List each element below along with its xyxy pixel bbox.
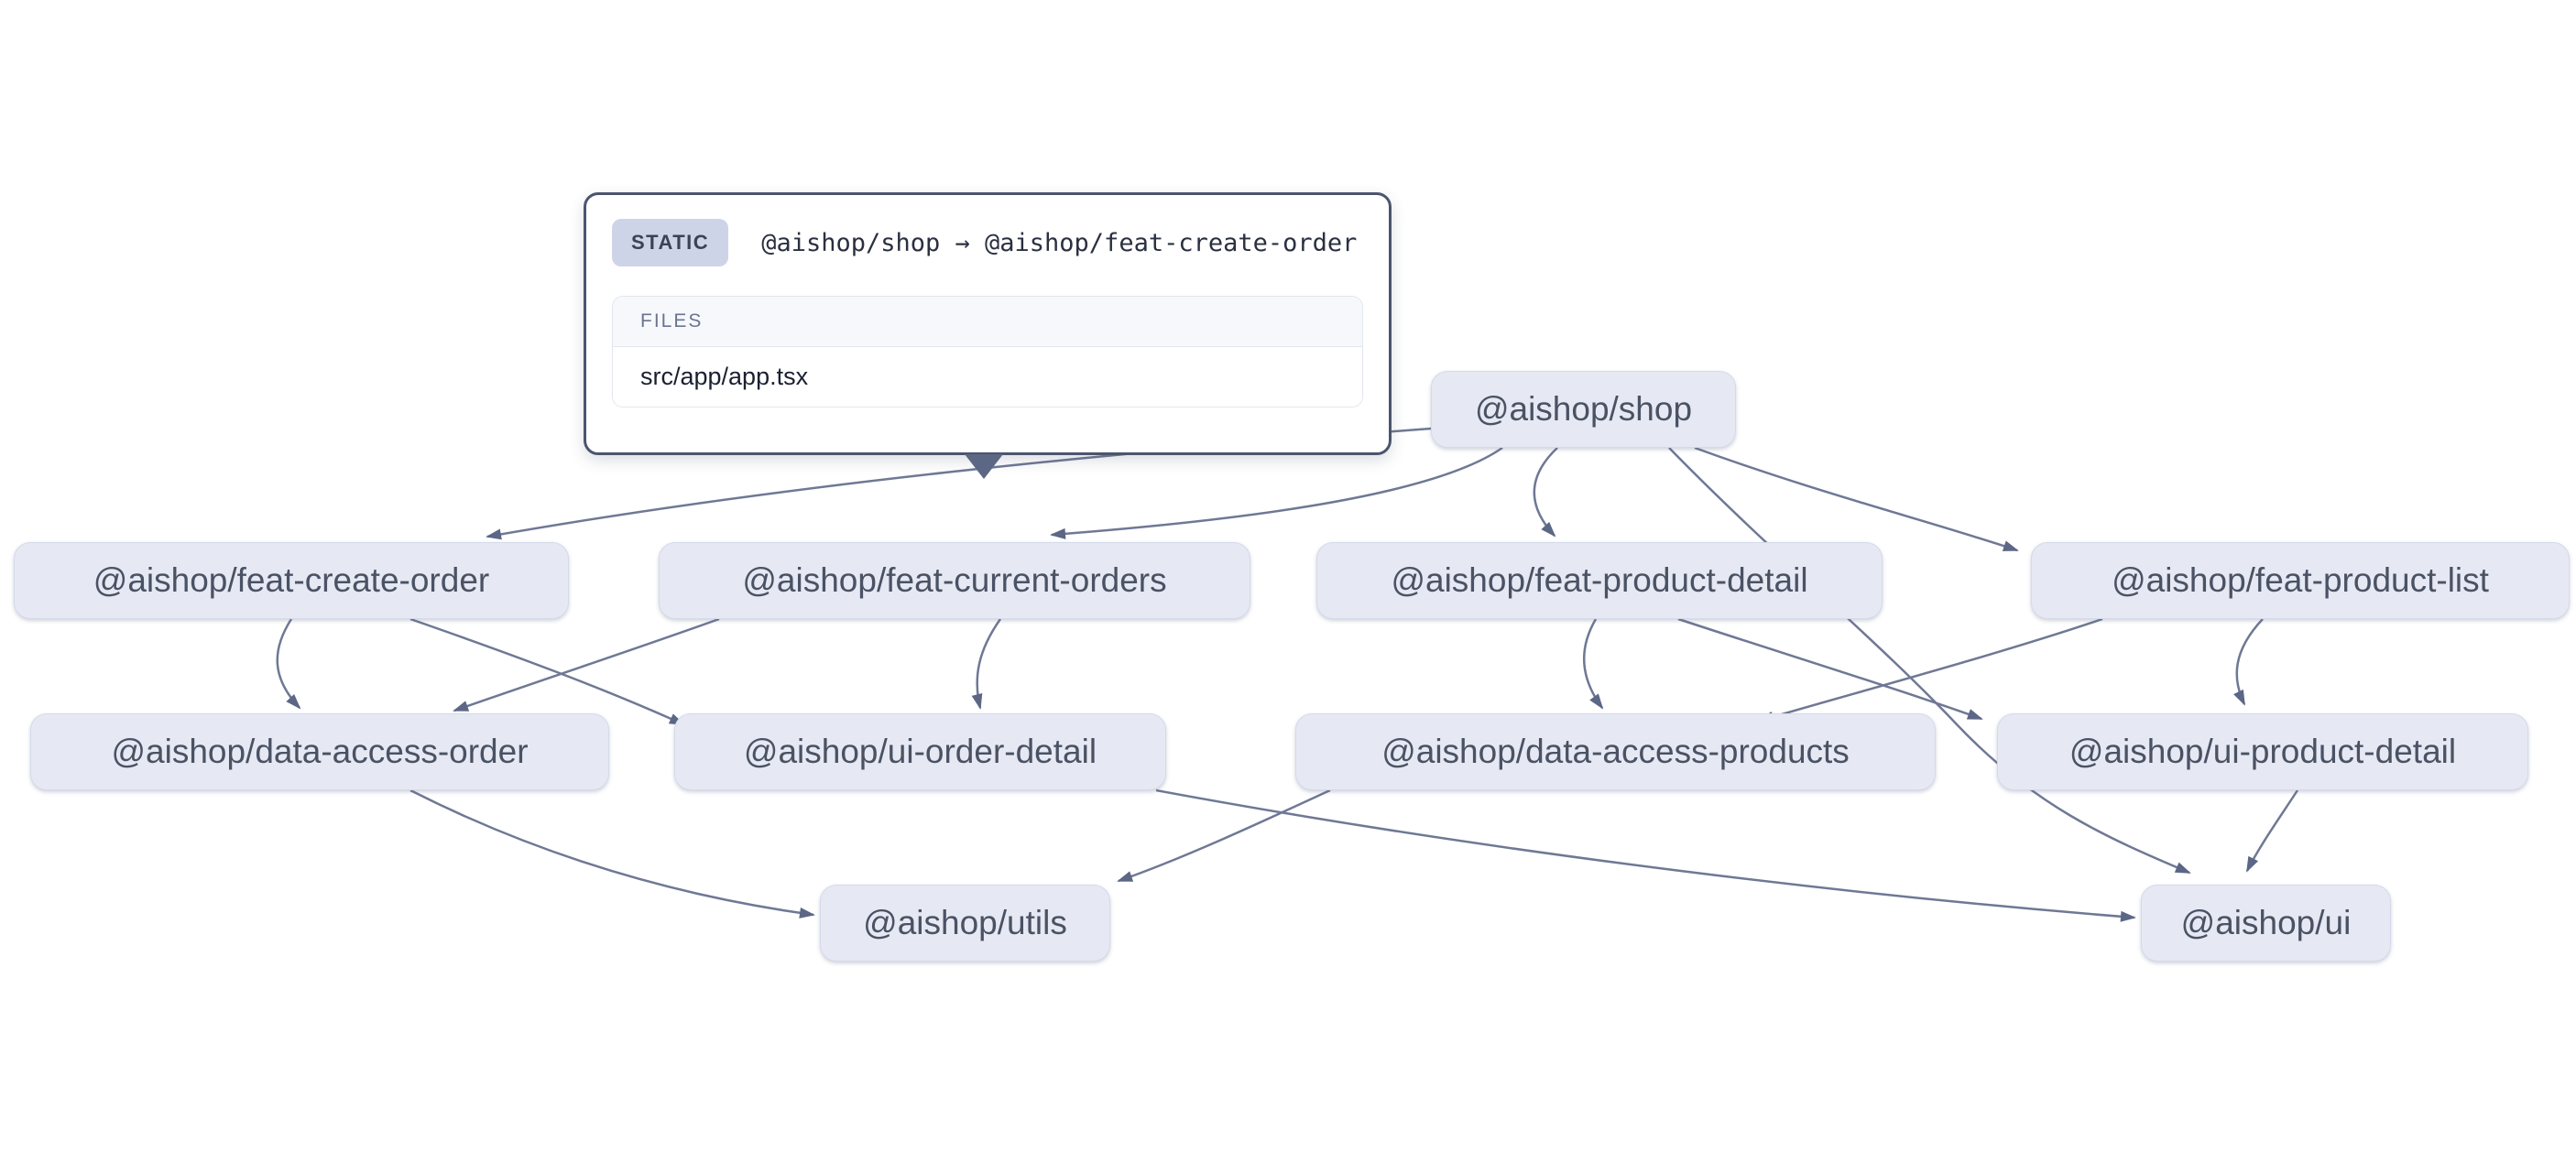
graph-node-feat-product-list[interactable]: @aishop/feat-product-list bbox=[2031, 542, 2570, 619]
graph-edge-feat-product-detail-to-ui-product-detail[interactable] bbox=[1677, 617, 1983, 721]
graph-edge-shop-to-ui[interactable] bbox=[1668, 447, 2191, 875]
graph-node-shop[interactable]: @aishop/shop bbox=[1431, 371, 1736, 448]
graph-edge-feat-current-orders-to-data-access-order[interactable] bbox=[453, 617, 720, 712]
graph-edge-feat-create-order-to-data-access-order[interactable] bbox=[276, 618, 301, 710]
graph-edge-feat-product-list-to-data-access-products[interactable] bbox=[1758, 617, 2103, 723]
graph-node-ui[interactable]: @aishop/ui bbox=[2141, 885, 2391, 962]
graph-node-ui-product-detail[interactable]: @aishop/ui-product-detail bbox=[1997, 713, 2528, 790]
files-panel: FILES src/app/app.tsx bbox=[612, 296, 1363, 408]
graph-edge-shop-to-feat-product-list[interactable] bbox=[1694, 446, 2019, 552]
edge-tooltip: STATIC @aishop/shop → @aishop/feat-creat… bbox=[584, 192, 1392, 455]
graph-node-feat-current-orders[interactable]: @aishop/feat-current-orders bbox=[659, 542, 1250, 619]
graph-edge-data-access-products-to-utils[interactable] bbox=[1117, 788, 1331, 883]
graph-node-data-access-order[interactable]: @aishop/data-access-order bbox=[30, 713, 609, 790]
graph-edge-shop-to-feat-product-detail[interactable] bbox=[1533, 447, 1558, 538]
graph-edge-ui-order-detail-to-ui[interactable] bbox=[1155, 788, 2136, 922]
edge-dependency-text: @aishop/shop → @aishop/feat-create-order bbox=[761, 228, 1358, 257]
graph-edge-ui-product-detail-to-ui[interactable] bbox=[2245, 789, 2299, 873]
file-path-item[interactable]: src/app/app.tsx bbox=[613, 347, 1362, 407]
graph-node-data-access-products[interactable]: @aishop/data-access-products bbox=[1295, 713, 1936, 790]
graph-node-utils[interactable]: @aishop/utils bbox=[820, 885, 1110, 962]
graph-node-feat-product-detail[interactable]: @aishop/feat-product-detail bbox=[1316, 542, 1883, 619]
edge-type-badge: STATIC bbox=[612, 219, 729, 266]
graph-node-feat-create-order[interactable]: @aishop/feat-create-order bbox=[14, 542, 569, 619]
graph-edge-feat-current-orders-to-ui-order-detail[interactable] bbox=[971, 618, 1002, 710]
files-panel-header: FILES bbox=[613, 297, 1362, 347]
graph-edge-data-access-order-to-utils[interactable] bbox=[409, 788, 815, 918]
graph-edge-shop-to-feat-current-orders[interactable] bbox=[1050, 446, 1503, 539]
graph-edge-feat-product-list-to-ui-product-detail[interactable] bbox=[2233, 618, 2264, 706]
graph-node-ui-order-detail[interactable]: @aishop/ui-order-detail bbox=[674, 713, 1166, 790]
tooltip-header: STATIC @aishop/shop → @aishop/feat-creat… bbox=[612, 219, 1363, 266]
tooltip-caret-icon bbox=[965, 454, 1003, 479]
graph-edge-feat-create-order-to-ui-order-detail[interactable] bbox=[409, 617, 685, 726]
graph-edge-feat-product-detail-to-data-access-products[interactable] bbox=[1582, 618, 1604, 710]
